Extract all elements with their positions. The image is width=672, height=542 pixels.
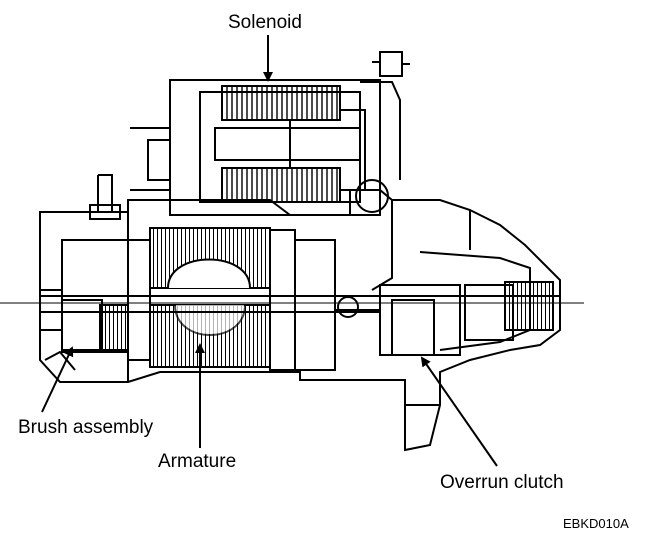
overrun-clutch-label: Overrun clutch: [440, 472, 564, 493]
brush-assembly-callout-arrow: [41, 346, 74, 413]
terminal-post: [89, 174, 121, 220]
figure-code: EBKD010A: [563, 516, 629, 531]
solenoid-coil-upper: [221, 85, 341, 121]
terminal-bolt: [372, 51, 410, 77]
solenoid-assembly: [130, 79, 401, 216]
armature-label: Armature: [158, 451, 236, 472]
overrun-clutch-callout-arrow: [420, 356, 498, 467]
brush-assembly: [39, 289, 129, 371]
drive-shaft: [40, 295, 560, 313]
armature-assembly: [127, 227, 336, 371]
solenoid-label: Solenoid: [228, 12, 302, 33]
solenoid-plunger-circle: [355, 179, 389, 213]
overrun-clutch-assembly: [335, 281, 554, 356]
solenoid-coil-lower: [221, 167, 341, 203]
brush-assembly-label: Brush assembly: [18, 417, 154, 438]
